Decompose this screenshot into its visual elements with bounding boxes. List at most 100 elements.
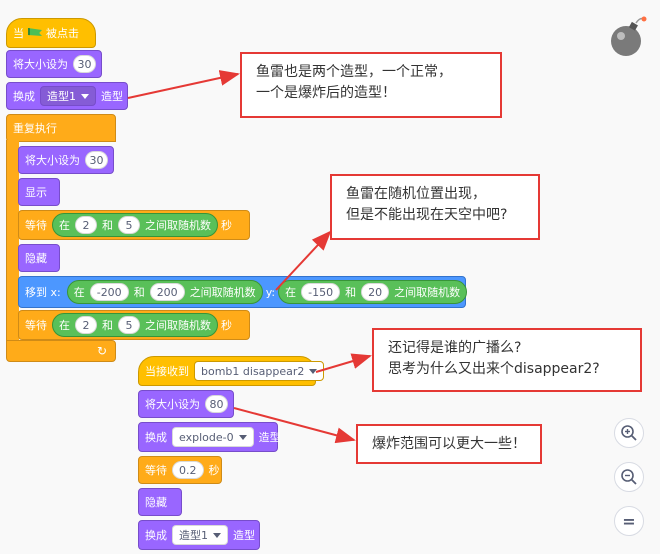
forever-label: 重复执行 bbox=[13, 122, 57, 135]
when-receive-label: 当接收到 bbox=[145, 365, 189, 378]
op-in-label: 在 bbox=[59, 319, 70, 332]
arrow-broadcast bbox=[315, 353, 372, 373]
when-flag-clicked-block[interactable]: 当 被点击 bbox=[6, 18, 96, 48]
x-from-input[interactable]: -200 bbox=[89, 283, 129, 301]
x-and-label: 和 bbox=[133, 286, 145, 299]
op-and-label: 和 bbox=[102, 219, 113, 232]
inner-set-size-label: 将大小设为 bbox=[25, 154, 80, 167]
costume-dropdown[interactable]: explode-0 bbox=[172, 427, 254, 447]
loop-arrow-icon: ↻ bbox=[96, 344, 107, 358]
zoom-out-icon bbox=[621, 469, 637, 485]
op-in-label: 在 bbox=[59, 219, 70, 232]
inner-set-size-block[interactable]: 将大小设为 30 bbox=[18, 146, 114, 174]
wait-random-block-2[interactable]: 等待 在 2 和 5 之间取随机数 秒 bbox=[18, 310, 250, 340]
switch-costume-label: 换成 bbox=[145, 431, 167, 444]
callout-broadcast: 还记得是谁的广播么? 思考为什么又出来个disappear2? bbox=[372, 328, 642, 392]
zoom-out-button[interactable] bbox=[614, 462, 644, 492]
callout-explosion-size: 爆炸范围可以更大一些！ bbox=[356, 424, 542, 464]
random-operator[interactable]: 在 2 和 5 之间取随机数 bbox=[52, 313, 218, 337]
callout-random-position: 鱼雷在随机位置出现， 但是不能出现在天空中吧? bbox=[330, 174, 540, 240]
callout-line: 爆炸范围可以更大一些！ bbox=[372, 436, 526, 452]
set-size-block[interactable]: 将大小设为 30 bbox=[6, 50, 102, 78]
callout-line: 鱼雷在随机位置出现， bbox=[346, 186, 486, 202]
switch-costume-suffix: 造型 bbox=[101, 90, 123, 103]
chevron-down-icon bbox=[81, 93, 89, 99]
arrow-costumes bbox=[127, 70, 240, 99]
x-to-input[interactable]: 200 bbox=[149, 283, 185, 301]
forever-block[interactable]: 重复执行 ↻ bbox=[6, 114, 116, 362]
costume-value: 造型1 bbox=[179, 529, 208, 542]
set-size-label: 将大小设为 bbox=[13, 58, 68, 71]
set-size-input[interactable]: 30 bbox=[73, 55, 96, 73]
chevron-down-icon bbox=[213, 532, 221, 538]
wait-label: 等待 bbox=[25, 319, 47, 332]
callout-line: 但是不能出现在天空中吧? bbox=[346, 207, 508, 223]
switch-costume-suffix: 造型 bbox=[233, 529, 255, 542]
inner-set-size-input[interactable]: 30 bbox=[85, 151, 108, 169]
wait-input[interactable]: 0.2 bbox=[172, 461, 204, 479]
switch-costume-block-2[interactable]: 换成 explode-0 造型 bbox=[138, 422, 281, 452]
zoom-in-icon bbox=[621, 425, 637, 441]
op-end-label: 之间取随机数 bbox=[145, 319, 211, 332]
y-label: y: bbox=[265, 285, 276, 299]
random-from-input[interactable]: 2 bbox=[75, 316, 97, 334]
when-receive-block[interactable]: 当接收到 bomb1 disappear2 bbox=[138, 356, 325, 386]
wait-unit-label: 秒 bbox=[221, 219, 232, 232]
goto-label: 移到 x: bbox=[25, 286, 61, 299]
chevron-down-icon bbox=[238, 434, 247, 440]
x-end-label: 之间取随机数 bbox=[189, 286, 256, 299]
show-block[interactable]: 显示 bbox=[18, 178, 60, 206]
random-from-input[interactable]: 2 bbox=[75, 216, 97, 234]
hide-block-2[interactable]: 隐藏 bbox=[138, 488, 182, 516]
callout-costumes: 鱼雷也是两个造型，一个正常， 一个是爆炸后的造型！ bbox=[240, 52, 502, 118]
op-end-label: 之间取随机数 bbox=[145, 219, 211, 232]
wait-random-block-1[interactable]: 等待 在 2 和 5 之间取随机数 秒 bbox=[18, 210, 250, 240]
green-flag-icon bbox=[28, 28, 42, 36]
random-operator[interactable]: 在 2 和 5 之间取随机数 bbox=[52, 213, 218, 237]
switch-costume-label: 换成 bbox=[145, 529, 167, 542]
hide-block[interactable]: 隐藏 bbox=[18, 244, 60, 272]
show-label: 显示 bbox=[25, 186, 47, 199]
y-to-input[interactable]: 20 bbox=[361, 283, 390, 301]
random-to-input[interactable]: 5 bbox=[118, 216, 140, 234]
set-size-label: 将大小设为 bbox=[145, 398, 200, 411]
hat-clicked-label: 被点击 bbox=[46, 27, 79, 40]
costume-value: 造型1 bbox=[47, 90, 76, 103]
wait-unit-label: 秒 bbox=[221, 319, 232, 332]
callout-line: 还记得是谁的广播么? bbox=[388, 340, 522, 356]
callout-line: 思考为什么又出来个disappear2? bbox=[388, 361, 600, 377]
random-y-operator[interactable]: 在 -150 和 20 之间取随机数 bbox=[278, 280, 468, 304]
wait-block[interactable]: 等待 0.2 秒 bbox=[138, 456, 222, 484]
random-x-operator[interactable]: 在 -200 和 200 之间取随机数 bbox=[66, 280, 263, 304]
callout-line: 一个是爆炸后的造型！ bbox=[256, 85, 396, 101]
zoom-reset-button[interactable]: = bbox=[614, 506, 644, 536]
callout-line: 鱼雷也是两个造型，一个正常， bbox=[256, 64, 452, 80]
random-to-input[interactable]: 5 bbox=[118, 316, 140, 334]
forever-footer: ↻ bbox=[6, 340, 116, 362]
zoom-in-button[interactable] bbox=[614, 418, 644, 448]
op-and-label: 和 bbox=[102, 319, 113, 332]
switch-costume-block[interactable]: 换成 造型1 造型 bbox=[6, 82, 128, 110]
forever-arm bbox=[6, 140, 19, 342]
costume-dropdown[interactable]: 造型1 bbox=[40, 86, 96, 106]
forever-header[interactable]: 重复执行 bbox=[6, 114, 116, 142]
chevron-down-icon bbox=[309, 368, 318, 374]
wait-unit-label: 秒 bbox=[208, 464, 220, 477]
y-and-label: 和 bbox=[345, 286, 357, 299]
costume-dropdown[interactable]: 造型1 bbox=[172, 525, 228, 545]
set-size-block-2[interactable]: 将大小设为 80 bbox=[138, 390, 234, 418]
set-size-input[interactable]: 80 bbox=[205, 395, 228, 413]
costume-value: explode-0 bbox=[179, 430, 234, 444]
switch-costume-label: 换成 bbox=[13, 90, 35, 103]
switch-costume-block-3[interactable]: 换成 造型1 造型 bbox=[138, 520, 260, 550]
message-dropdown[interactable]: bomb1 disappear2 bbox=[194, 361, 325, 381]
goto-xy-block[interactable]: 移到 x: 在 -200 和 200 之间取随机数 y: 在 -150 和 20… bbox=[18, 276, 468, 308]
y-from-input[interactable]: -150 bbox=[301, 283, 341, 301]
message-value: bomb1 disappear2 bbox=[201, 364, 305, 378]
wait-label: 等待 bbox=[25, 219, 47, 232]
hide-label: 隐藏 bbox=[25, 252, 47, 265]
y-in-label: 在 bbox=[285, 286, 297, 299]
wait-label: 等待 bbox=[145, 464, 167, 477]
bomb-icon bbox=[611, 16, 647, 56]
reset-icon: = bbox=[622, 511, 636, 531]
